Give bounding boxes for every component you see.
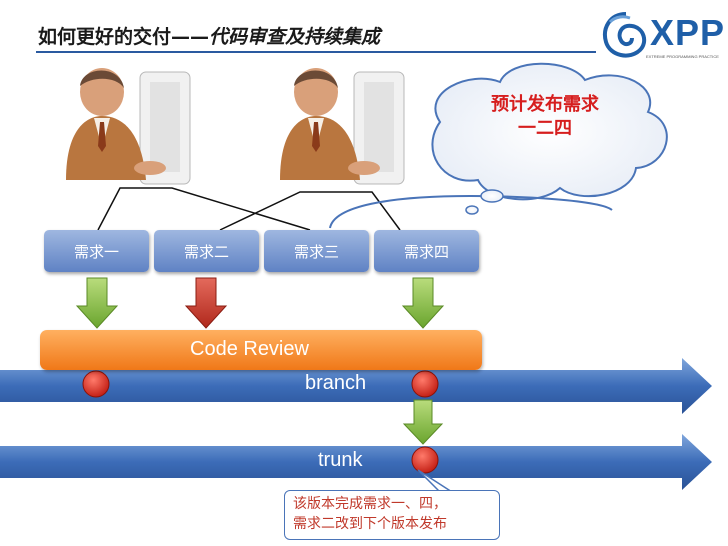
trunk-pipe — [0, 434, 712, 490]
code-review-label: Code Review — [190, 338, 309, 360]
review-connectors — [97, 187, 401, 231]
title-underline — [36, 51, 596, 53]
requirement-box-3: 需求三 — [264, 230, 369, 272]
xpp-logo-icon — [603, 12, 647, 58]
requirement-box-1: 需求一 — [44, 230, 149, 272]
branch-pipe — [0, 358, 712, 414]
cloud-text-line-2: 一二四 — [518, 118, 572, 139]
title-dash: —— — [171, 26, 210, 48]
developer-figure-2 — [280, 68, 405, 185]
merge-arrow — [402, 399, 444, 445]
release-note-line-1: 该版本完成需求一、四， — [293, 496, 447, 512]
branch-commit-dot-1 — [82, 370, 110, 398]
green-arrow-req4 — [401, 277, 445, 329]
logo-text: XPP — [650, 12, 726, 53]
green-arrow-req1 — [75, 277, 119, 329]
release-note-line-2: 需求二改到下个版本发布 — [293, 516, 447, 532]
cloud-text-line-1: 预计发布需求 — [491, 94, 599, 115]
cloud-text: 预计发布需求 一二四 — [465, 93, 625, 141]
release-note-box: 该版本完成需求一、四， 需求二改到下个版本发布 — [284, 490, 500, 540]
thought-cloud — [329, 62, 668, 229]
developer-figure-1 — [66, 68, 191, 185]
branch-label: branch — [305, 372, 367, 394]
trunk-label: trunk — [318, 449, 363, 471]
trunk-commit-dot — [411, 446, 439, 474]
red-arrow-req2 — [184, 277, 228, 329]
requirement-box-2: 需求二 — [154, 230, 259, 272]
requirement-box-4: 需求四 — [374, 230, 479, 272]
branch-commit-dot-2 — [411, 370, 439, 398]
code-review-band — [40, 330, 482, 370]
logo-subtitle: EXTREME PROGRAMMING PRACTICE — [646, 54, 719, 59]
title-italic: 代码审查及持续集成 — [209, 26, 381, 48]
title-plain: 如何更好的交付 — [38, 26, 172, 48]
page-title: 如何更好的交付——代码审查及持续集成 — [38, 22, 380, 49]
